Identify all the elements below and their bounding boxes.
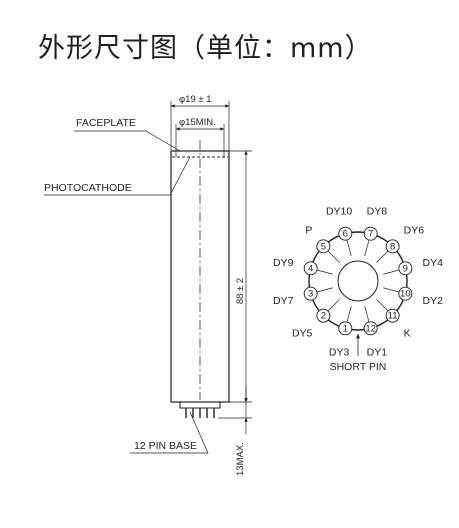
pin-base-label: 12 PIN BASE <box>134 440 197 452</box>
pin-1-label: DY3 <box>329 347 350 359</box>
dim-base-max-text: 13MAX. <box>235 442 246 476</box>
pin-9-label: DY4 <box>423 257 444 269</box>
base-outer-circle <box>308 231 408 331</box>
pin-8-number: 8 <box>390 241 395 252</box>
pin-lead <box>364 239 370 256</box>
pin-4-number: 4 <box>308 263 313 274</box>
pin-lead <box>346 306 352 323</box>
tube-body <box>170 150 230 403</box>
dim-min-diameter-text: φ15MIN. <box>179 117 216 128</box>
pin-6-circle <box>338 226 353 241</box>
pin-9-circle <box>398 261 413 276</box>
pin-3-circle <box>303 286 318 301</box>
pin-11-number: 11 <box>388 311 398 322</box>
pin-12-number: 12 <box>365 323 376 334</box>
pin-7-label: DY8 <box>367 205 388 217</box>
faceplate-leader <box>74 130 181 152</box>
pin-3-label: DY7 <box>273 295 294 307</box>
short-pin-label: SHORT PIN <box>330 361 387 373</box>
pin-5-label: P <box>305 224 312 236</box>
pin-lead <box>327 250 340 263</box>
pin-lead <box>346 239 352 256</box>
pin-6-label: DY10 <box>326 205 352 217</box>
pin-12-label: DY1 <box>367 347 388 359</box>
pin-lead <box>376 250 389 263</box>
pin-1-circle <box>338 321 353 336</box>
pin-11-label: K <box>404 328 411 340</box>
pin-8-label: DY6 <box>404 224 425 236</box>
pin-5-circle <box>316 239 331 254</box>
pin-7-number: 7 <box>368 229 373 240</box>
pin-lead <box>376 299 389 312</box>
tube-base <box>179 402 221 409</box>
dim-outer-diameter-text: φ19 ± 1 <box>179 94 212 105</box>
pin-4-circle <box>303 261 318 276</box>
pin-2-number: 2 <box>321 311 326 322</box>
pin-2-circle <box>316 308 331 323</box>
pin-1-number: 1 <box>343 323 348 334</box>
tube-side-view <box>44 101 252 454</box>
pin-5-number: 5 <box>321 241 326 252</box>
pin-11-circle <box>385 308 400 323</box>
pin-2-label: DY5 <box>292 328 313 340</box>
pin-4-label: DY9 <box>273 257 294 269</box>
page-title: 外形尺寸图（单位：mm） <box>38 33 373 64</box>
base-pins <box>185 408 215 418</box>
pin-10-circle <box>398 286 413 301</box>
pin-base-leader <box>130 411 209 454</box>
photocathode-label: PHOTOCATHODE <box>44 182 132 194</box>
pin-8-circle <box>385 239 400 254</box>
pin-lead <box>364 306 370 323</box>
pin-lead <box>383 287 400 293</box>
pin-lead <box>316 287 333 293</box>
pin-10-label: DY2 <box>423 295 444 307</box>
pin-7-circle <box>363 226 378 241</box>
pin-10-number: 10 <box>400 289 411 300</box>
faceplate-label: FACEPLATE <box>76 117 136 129</box>
pin-6-number: 6 <box>343 229 348 240</box>
photocathode-leader <box>44 156 191 196</box>
pin-lead <box>316 269 333 275</box>
dim-length-text: 88 ± 2 <box>235 278 246 304</box>
pin-12-circle <box>363 321 378 336</box>
pin-3-number: 3 <box>308 289 313 300</box>
pin-lead <box>383 269 400 275</box>
pin-9-number: 9 <box>403 263 408 274</box>
pin-lead <box>327 299 340 312</box>
base-inner-circle <box>337 260 379 302</box>
